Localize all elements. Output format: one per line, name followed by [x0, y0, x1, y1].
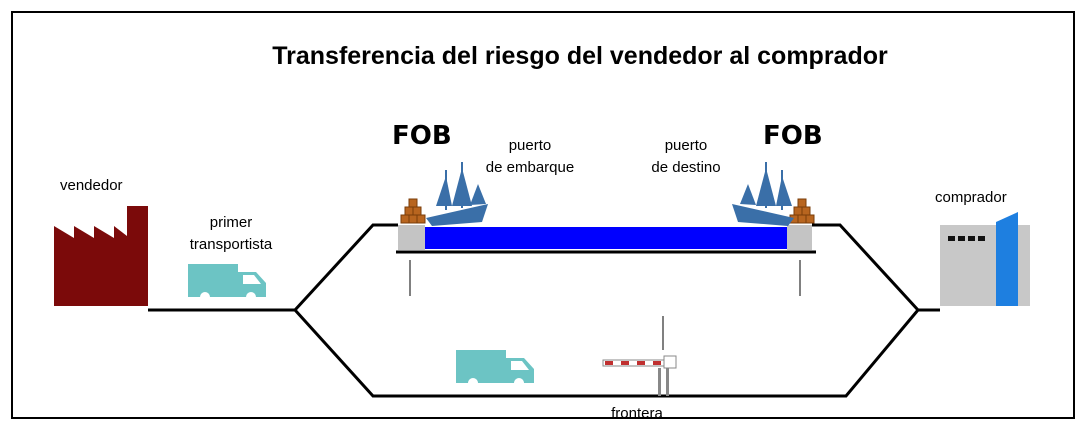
- factory-icon: [54, 206, 148, 306]
- port-embark-label-line1: puerto: [509, 137, 552, 154]
- first-carrier-label-line1: primer: [210, 214, 253, 231]
- first-carrier-label-line2: transportista: [190, 236, 273, 253]
- buyer-label: comprador: [935, 189, 1007, 206]
- truck-icon: [456, 350, 534, 388]
- port-dest-label-line1: puerto: [665, 137, 708, 154]
- truck-icon: [188, 264, 266, 302]
- route-lines: [148, 223, 940, 398]
- buyer-building-icon: [940, 212, 1030, 306]
- ship-icon: [426, 162, 488, 226]
- port-dest-label-line2: de destino: [651, 159, 720, 176]
- sea-lane: [425, 227, 787, 249]
- cargo-boxes-icon: [789, 198, 815, 224]
- border-barrier-icon: [602, 355, 677, 396]
- fob-label-left: FOB: [392, 121, 452, 151]
- cargo-boxes-icon: [400, 198, 426, 224]
- diagram-frame: [11, 11, 1075, 419]
- port-embark-label-line2: de embarque: [486, 159, 574, 176]
- border-label: frontera: [611, 405, 663, 422]
- fob-label-right: FOB: [763, 121, 823, 151]
- ship-icon: [732, 162, 794, 226]
- seller-label: vendedor: [60, 177, 123, 194]
- diagram-title: Transferencia del riesgo del vendedor al…: [272, 42, 888, 70]
- dock-embarkation: [398, 225, 425, 250]
- dock-destination: [787, 225, 812, 250]
